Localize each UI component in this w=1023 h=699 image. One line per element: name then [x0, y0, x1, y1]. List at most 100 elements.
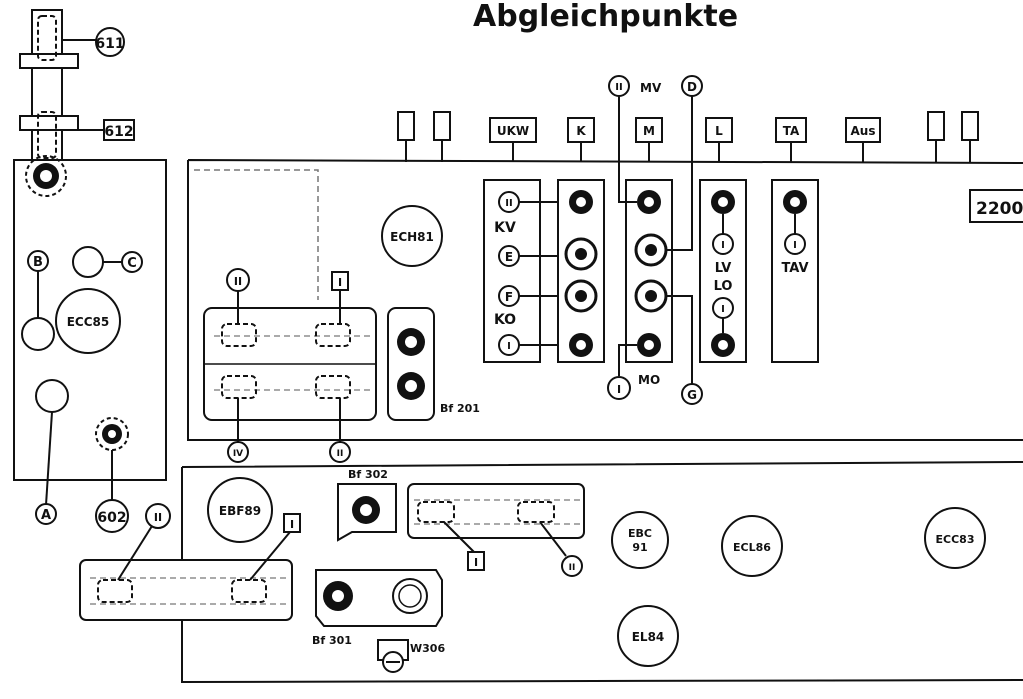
- tube-ecc85-label: ECC85: [67, 315, 110, 329]
- point-g: [681, 383, 703, 405]
- if-marker-ii-label: II: [234, 275, 242, 288]
- label-611: 611: [95, 36, 124, 52]
- tube-ech81-label: ECH81: [390, 230, 434, 244]
- switch-buttons: UKW K M L TA Aus: [397, 111, 979, 162]
- tube-el84: [617, 605, 679, 667]
- mo-marker: [607, 376, 631, 400]
- tube-ecl86-label: ECL86: [733, 541, 771, 554]
- point-c-label: C: [127, 256, 137, 271]
- if-marker-ii-b-label: II: [337, 449, 344, 459]
- tube-ech81: [381, 205, 443, 267]
- tav-label: TAV: [781, 261, 808, 276]
- rd-marker-i: [467, 551, 485, 571]
- if-marker-i: [331, 271, 349, 291]
- point-a-label: A: [41, 508, 51, 523]
- diagram-title: Abgleichpunkte: [473, 0, 738, 34]
- model-label: 2200: [976, 199, 1023, 219]
- blank-button-2: [433, 111, 451, 141]
- lv-marker-label: I: [721, 240, 725, 251]
- ko-label: KO: [494, 312, 516, 328]
- tube-el84-label: EL84: [632, 630, 665, 644]
- blank-button-3: [927, 111, 945, 141]
- kv-label: KV: [494, 220, 516, 236]
- if-core-2: [315, 323, 351, 347]
- coil-611-bracket: [19, 53, 79, 69]
- lower-chassis: [181, 461, 1023, 684]
- coil-c: [72, 246, 104, 278]
- upper-chassis: [187, 159, 1023, 441]
- if-core-3: [221, 375, 257, 399]
- dashed-outline: [194, 169, 319, 300]
- tube-ebc91: [611, 511, 669, 569]
- rd-marker-i-label: I: [474, 556, 478, 569]
- lo-label: LO: [714, 279, 733, 294]
- point-g-label: G: [687, 388, 697, 402]
- e-label: E: [505, 250, 513, 264]
- blank-button-4: [961, 111, 979, 141]
- lower-if-marker-i: [283, 513, 301, 533]
- coil-612-bracket: [19, 115, 79, 131]
- if-marker-ii: [226, 268, 250, 292]
- tube-ecc83-label: ECC83: [936, 533, 975, 546]
- marker-612: [103, 119, 135, 141]
- blank-button-1: [397, 111, 415, 141]
- coil-core-612: [37, 111, 57, 159]
- lower-if-marker-ii-label: II: [154, 511, 162, 524]
- ratio-detector-filter: [407, 483, 585, 539]
- button-k-label: K: [576, 124, 586, 138]
- bf301-label: Bf 301: [312, 634, 352, 647]
- coil-former: [31, 9, 63, 161]
- coil-a: [35, 379, 69, 413]
- tube-ebf89: [207, 477, 273, 543]
- button-ukw-label: UKW: [497, 124, 529, 138]
- point-d-label: D: [687, 80, 697, 94]
- lower-if-marker-ii: [145, 503, 171, 529]
- tube-ecc85: [55, 288, 121, 354]
- lower-if-filter: [79, 559, 293, 621]
- mv-marker-label: II: [615, 82, 622, 93]
- tube-ecl86: [721, 515, 783, 577]
- if-marker-iv: [227, 441, 249, 463]
- marker-611: [95, 27, 125, 57]
- kv-marker-label: II: [505, 198, 512, 209]
- button-m: [635, 117, 663, 143]
- coil-core-611: [37, 15, 57, 61]
- tav-marker-label: I: [793, 240, 797, 251]
- lo-marker-label: I: [721, 304, 725, 315]
- button-ta-label: TA: [783, 124, 800, 138]
- button-aus-label: Aus: [851, 124, 876, 138]
- point-b-label: B: [33, 255, 43, 270]
- tube-ecc83: [924, 507, 986, 569]
- label-602: 602: [97, 510, 126, 526]
- bf201-block: [387, 307, 435, 421]
- button-m-label: M: [643, 124, 655, 138]
- point-c: [121, 251, 143, 273]
- label-612: 612: [104, 124, 133, 140]
- point-a: [35, 503, 57, 525]
- f-label: F: [505, 290, 513, 304]
- mo-marker-label: I: [617, 383, 621, 396]
- if-marker-i-label: I: [338, 276, 342, 289]
- tube-ebc91-label-1: EBC: [628, 527, 652, 540]
- bf201-label: Bf 201: [440, 402, 480, 415]
- lower-if-marker-i-label: I: [290, 518, 294, 531]
- coil-b: [21, 317, 55, 351]
- rd-marker-ii-label: II: [569, 563, 576, 573]
- lv-label: LV: [715, 261, 732, 276]
- button-aus: [845, 117, 881, 143]
- if-core-4: [315, 375, 351, 399]
- ko-marker-label: I: [507, 341, 511, 352]
- bf302-label: Bf 302: [348, 468, 388, 481]
- mo-label: MO: [638, 373, 660, 387]
- model-box: [969, 189, 1023, 223]
- trimmer-ring: [25, 155, 67, 197]
- tube-ebf89-label: EBF89: [219, 504, 261, 518]
- marker-602: [95, 499, 129, 533]
- tube-ebc91-label-2: 91: [632, 541, 647, 554]
- mv-label: MV: [640, 81, 662, 95]
- if-marker-ii-b: [329, 441, 351, 463]
- w306-label: W306: [410, 642, 445, 655]
- if-marker-iv-label: IV: [233, 449, 243, 459]
- button-ukw: [489, 117, 537, 143]
